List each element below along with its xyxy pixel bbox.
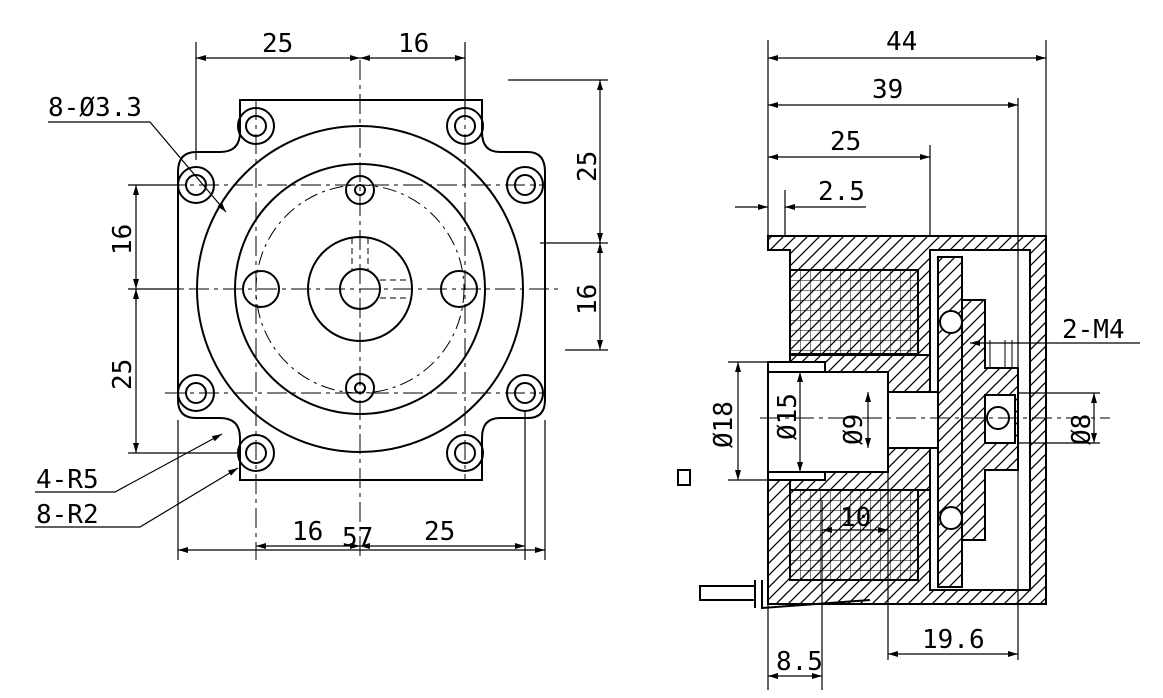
radius-small-callout: 8-R2 bbox=[36, 500, 99, 530]
radius-callout: 4-R5 bbox=[36, 465, 99, 495]
dim-total-length: 44 bbox=[886, 27, 917, 57]
dim-bottom-right: 25 bbox=[424, 517, 455, 547]
dim-bottom-19-6: 19.6 bbox=[922, 625, 985, 655]
front-dimension-lines bbox=[35, 42, 608, 560]
side-dimension-lines bbox=[728, 40, 1140, 690]
gap-mark bbox=[677, 469, 691, 486]
dim-right-lower: 16 bbox=[573, 284, 603, 315]
dim-offset: 2.5 bbox=[818, 177, 865, 207]
dim-bottom-total: 57 bbox=[342, 523, 373, 553]
dim-length-25: 25 bbox=[830, 127, 861, 157]
dim-dia-8: Ø8 bbox=[1067, 414, 1097, 445]
dim-left-upper: 16 bbox=[108, 224, 138, 255]
bore-9 bbox=[887, 391, 939, 449]
flange-outline bbox=[177, 99, 546, 481]
dim-right-upper: 25 bbox=[573, 151, 603, 182]
lower-coil bbox=[789, 489, 919, 581]
side-dimension-text: 44 39 25 2.5 2-M4 Ø18 Ø15 Ø9 Ø8 10 8.5 1… bbox=[709, 27, 1125, 677]
center-lines bbox=[155, 60, 560, 560]
dim-top-left: 25 bbox=[262, 29, 293, 59]
ball-lower bbox=[939, 506, 963, 530]
dim-left-lower: 25 bbox=[108, 359, 138, 390]
dim-bottom-8-5: 8.5 bbox=[776, 647, 823, 677]
dim-dia-15: Ø15 bbox=[773, 393, 803, 440]
dim-bottom-left: 16 bbox=[292, 517, 323, 547]
side-view bbox=[677, 235, 1047, 610]
ball-upper bbox=[939, 310, 963, 334]
upper-coil bbox=[789, 269, 919, 355]
dim-length-39: 39 bbox=[872, 75, 903, 105]
thread-callout: 2-M4 bbox=[1062, 315, 1125, 345]
hole-callout: 8-Ø3.3 bbox=[48, 93, 142, 123]
lead-wire bbox=[699, 580, 871, 610]
dim-top-right: 16 bbox=[398, 29, 429, 59]
armature-plate bbox=[937, 256, 963, 588]
dim-dia-9: Ø9 bbox=[839, 414, 869, 445]
front-view bbox=[155, 60, 560, 560]
dim-dia-18: Ø18 bbox=[709, 401, 739, 448]
front-dimension-text: 25 16 8-Ø3.3 25 16 16 25 4-R5 8-R2 16 57… bbox=[36, 29, 603, 553]
dim-inner-10: 10 bbox=[840, 503, 871, 533]
